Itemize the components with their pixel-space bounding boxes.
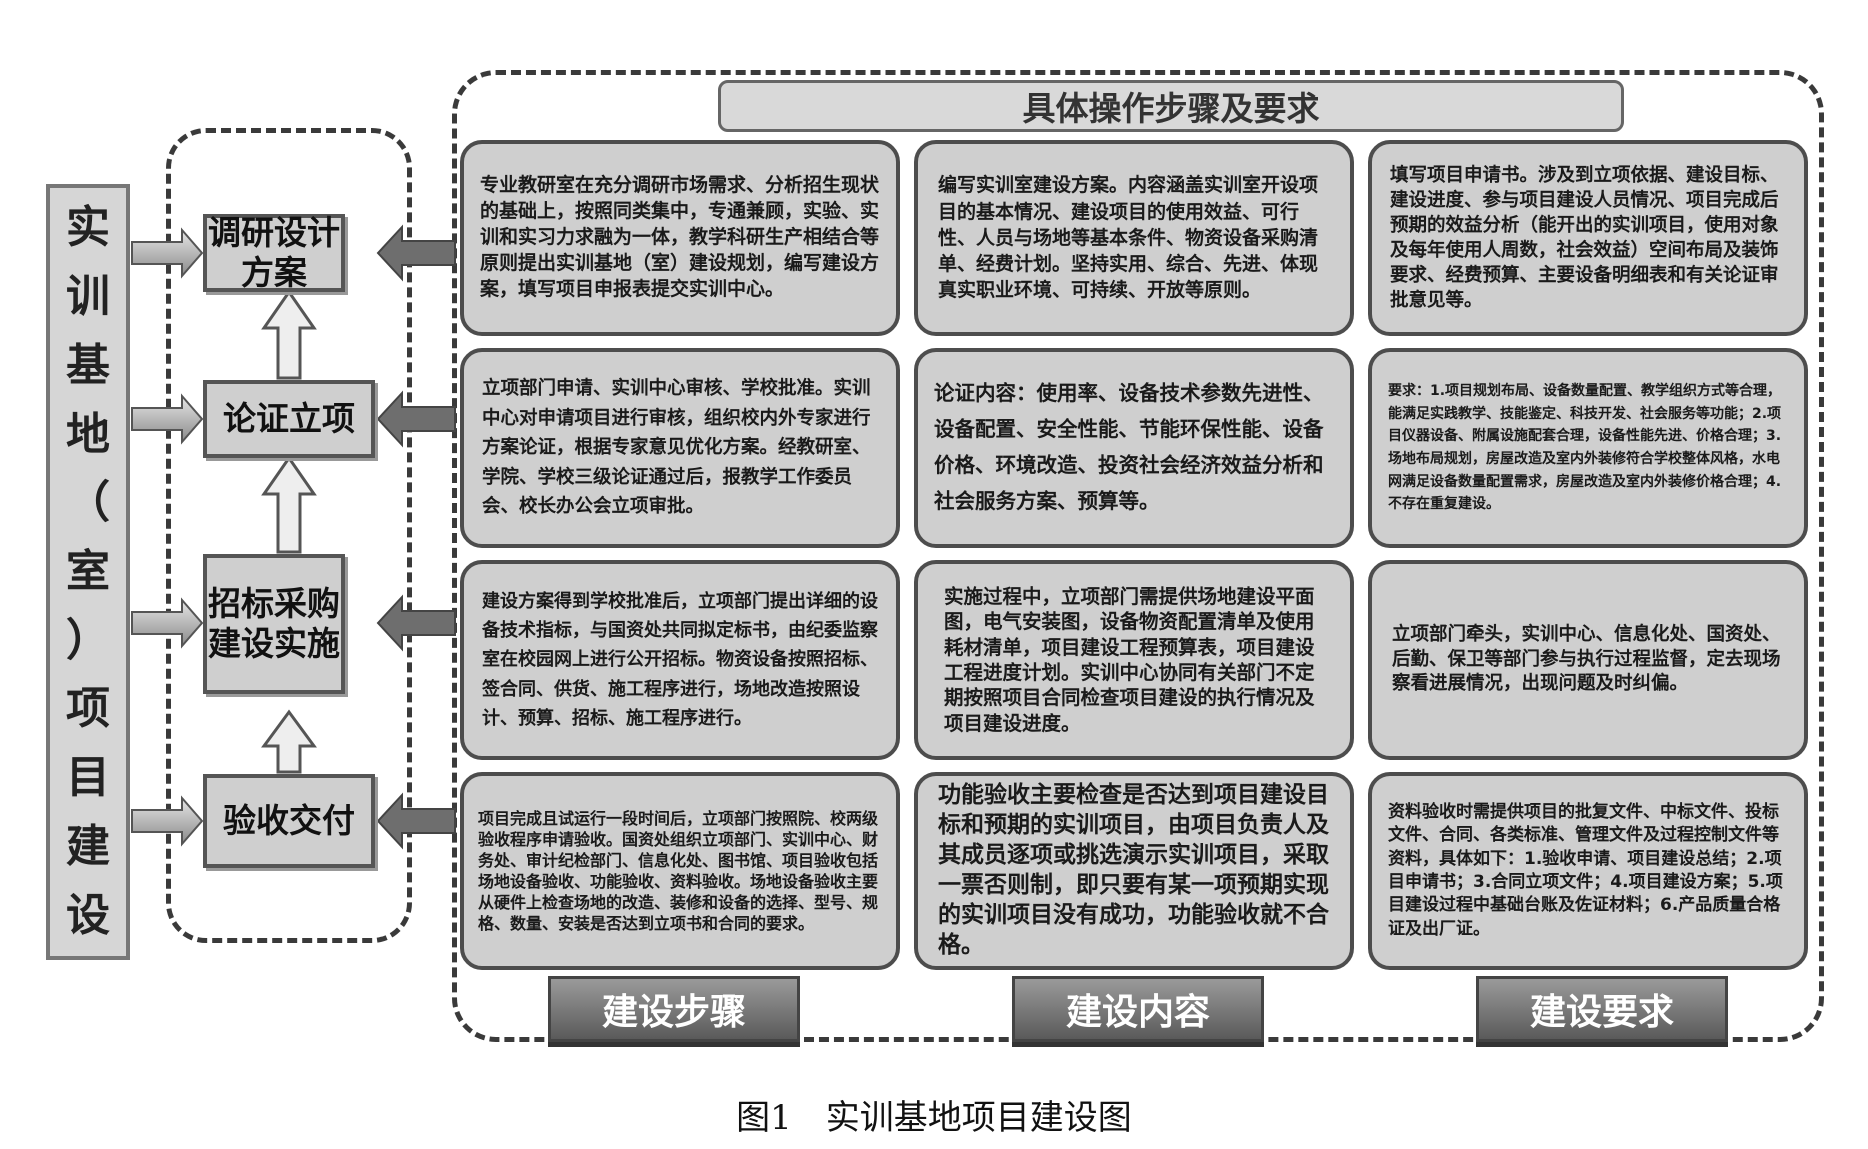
- row1-content: 编写实训室建设方案。内容涵盖实训室开设项目的基本情况、建设项目的使用效益、可行性…: [914, 140, 1354, 336]
- stage-procurement: 招标采购建设实施: [203, 554, 345, 694]
- row4-content: 功能验收主要检查是否达到项目建设目标和预期的实训项目，由项目负责人及其成员逐项或…: [914, 772, 1354, 970]
- row1-steps: 专业教研室在充分调研市场需求、分析招生现状的基础上，按照同类集中，专通兼顾，实验…: [460, 140, 900, 336]
- arrow-up-2: [261, 455, 317, 554]
- row3-content: 实施过程中，立项部门需提供场地建设平面图，电气安装图，设备物资配置清单及使用耗材…: [914, 560, 1354, 760]
- row3-steps: 建设方案得到学校批准后，立项部门提出详细的设备技术指标，与国资处共同拟定标书，由…: [460, 560, 900, 760]
- stage-label: 调研设计方案: [208, 213, 340, 292]
- arrow-up-1: [261, 289, 317, 380]
- title-char: 训: [66, 271, 110, 323]
- cell-text: 立项部门申请、实训中心审核、学校批准。实训中心对申请项目进行审核，组织校内外专家…: [482, 378, 871, 518]
- cell-text: 资料验收时需提供项目的批复文件、中标文件、投标文件、合同、各类标准、管理文件及过…: [1388, 801, 1783, 939]
- project-title-vertical: 实 训 基 地 （ 室 ） 项 目 建 设: [46, 184, 130, 960]
- cell-text: 论证内容：使用率、设备技术参数先进性、设备配置、安全性能、节能环保性能、设备价格…: [934, 381, 1324, 513]
- stage-acceptance: 验收交付: [203, 774, 375, 868]
- cell-text: 实施过程中，立项部门需提供场地建设平面图，电气安装图，设备物资配置清单及使用耗材…: [944, 584, 1315, 735]
- title-char: 实: [66, 202, 110, 254]
- cell-text: 功能验收主要检查是否达到项目建设目标和预期的实训项目，由项目负责人及其成员逐项或…: [938, 782, 1329, 958]
- title-char: 室: [66, 545, 110, 597]
- arrow-right-1: [131, 227, 204, 279]
- stage-label: 论证立项: [223, 399, 355, 439]
- cell-text: 建设方案得到学校批准后，立项部门提出详细的设备技术指标，与国资处共同拟定标书，由…: [482, 591, 878, 729]
- row2-requirements: 要求：1.项目规划布局、设备数量配置、教学组织方式等合理，能满足实践教学、技能鉴…: [1368, 348, 1808, 548]
- row3-requirements: 立项部门牵头，实训中心、信息化处、国资处、后勤、保卫等部门参与执行过程监督，定去…: [1368, 560, 1808, 760]
- arrow-left-4: [376, 792, 456, 850]
- details-header: 具体操作步骤及要求: [718, 80, 1624, 132]
- row2-steps: 立项部门申请、实训中心审核、学校批准。实训中心对申请项目进行审核，组织校内外专家…: [460, 348, 900, 548]
- stage-label: 验收交付: [223, 801, 355, 841]
- arrow-right-4: [131, 795, 204, 847]
- title-char: ）: [66, 614, 110, 666]
- cell-text: 专业教研室在充分调研市场需求、分析招生现状的基础上，按照同类集中，专通兼顾，实验…: [480, 174, 880, 300]
- arrow-right-2: [131, 393, 204, 445]
- figure-caption: 图1 实训基地项目建设图: [736, 1098, 1132, 1138]
- arrow-left-1: [376, 224, 456, 282]
- title-char: 设: [66, 889, 110, 941]
- row4-steps: 项目完成且试运行一段时间后，立项部门按照院、校两级验收程序申请验收。国资处组织立…: [460, 772, 900, 970]
- title-char: （: [66, 477, 110, 529]
- stage-research-design: 调研设计方案: [203, 213, 345, 292]
- arrow-up-3: [261, 709, 317, 774]
- row1-requirements: 填写项目申请书。涉及到立项依据、建设目标、建设进度、参与项目建设人员情况、项目完…: [1368, 140, 1808, 336]
- column-label-content: 建设内容: [1012, 976, 1264, 1042]
- title-char: 项: [66, 683, 110, 735]
- label-text: 建设要求: [1529, 992, 1674, 1033]
- column-label-requirements: 建设要求: [1476, 976, 1728, 1042]
- title-char: 目: [66, 752, 110, 804]
- row2-content: 论证内容：使用率、设备技术参数先进性、设备配置、安全性能、节能环保性能、设备价格…: [914, 348, 1354, 548]
- cell-text: 立项部门牵头，实训中心、信息化处、国资处、后勤、保卫等部门参与执行过程监督，定去…: [1392, 623, 1781, 695]
- cell-text: 要求：1.项目规划布局、设备数量配置、教学组织方式等合理，能满足实践教学、技能鉴…: [1388, 382, 1782, 513]
- arrow-right-3: [131, 597, 204, 649]
- stages-dashed-frame: [166, 128, 412, 943]
- cell-text: 编写实训室建设方案。内容涵盖实训室开设项目的基本情况、建设项目的使用效益、可行性…: [938, 174, 1319, 302]
- row4-requirements: 资料验收时需提供项目的批复文件、中标文件、投标文件、合同、各类标准、管理文件及过…: [1368, 772, 1808, 970]
- arrow-left-3: [376, 594, 456, 652]
- stage-label: 招标采购建设实施: [208, 584, 340, 663]
- arrow-left-2: [376, 390, 456, 448]
- label-text: 建设步骤: [601, 992, 746, 1033]
- cell-text: 项目完成且试运行一段时间后，立项部门按照院、校两级验收程序申请验收。国资处组织立…: [478, 808, 879, 934]
- title-char: 地: [66, 408, 110, 460]
- title-char: 建: [66, 820, 110, 872]
- title-char: 基: [66, 339, 110, 391]
- label-text: 建设内容: [1065, 992, 1210, 1033]
- header-label: 具体操作步骤及要求: [1022, 89, 1320, 128]
- cell-text: 填写项目申请书。涉及到立项依据、建设目标、建设进度、参与项目建设人员情况、项目完…: [1390, 164, 1779, 312]
- column-label-steps: 建设步骤: [548, 976, 800, 1042]
- stage-verification: 论证立项: [203, 380, 375, 458]
